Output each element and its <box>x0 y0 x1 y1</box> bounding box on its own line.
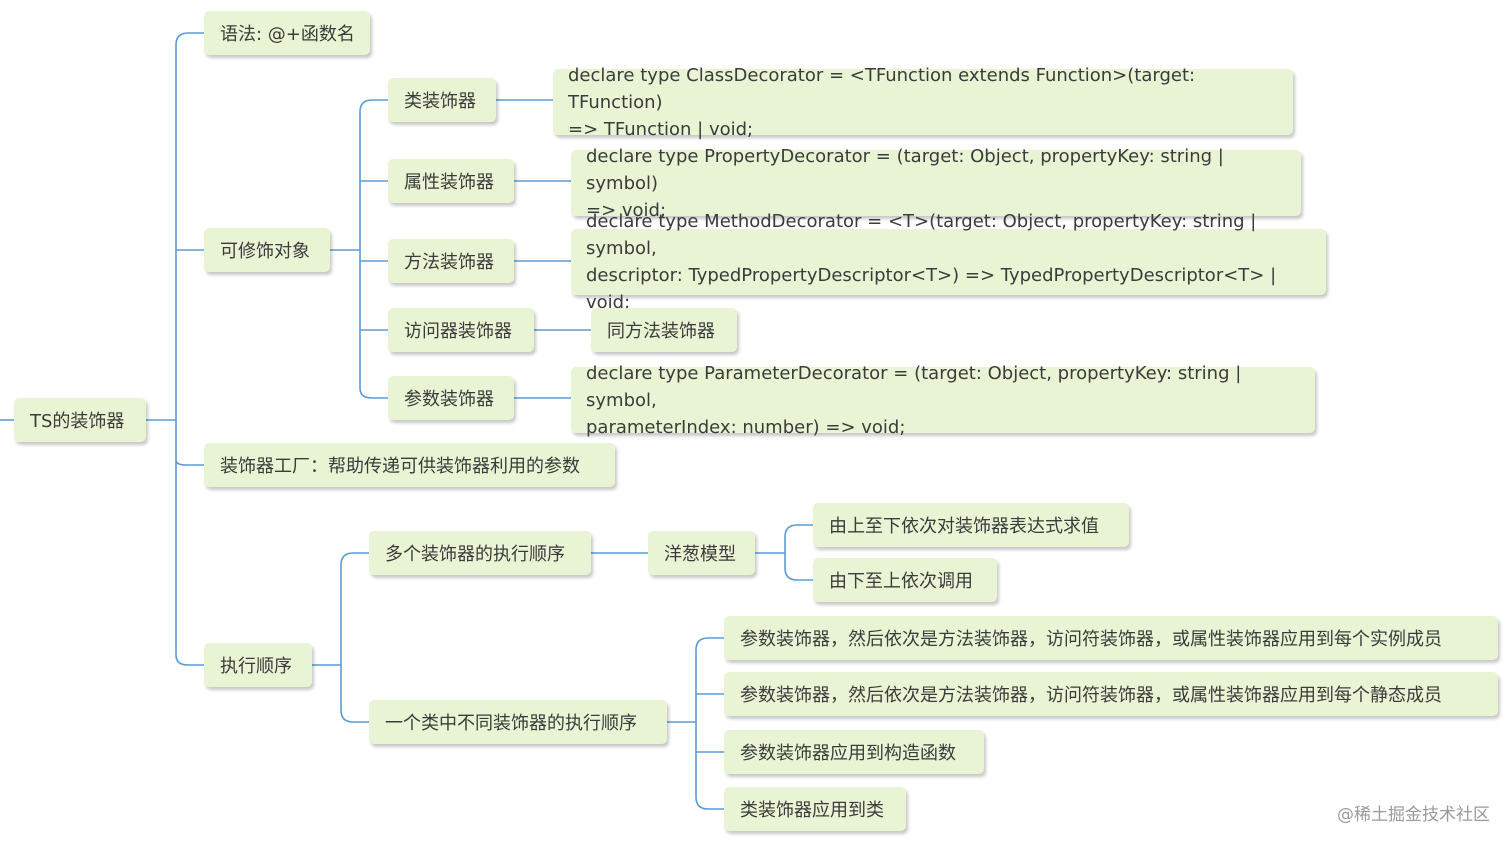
method-decorator-signature[interactable]: declare type MethodDecorator = <T>(targe… <box>571 211 1326 313</box>
factory-topic[interactable]: 装饰器工厂：帮助传递可供装饰器利用的参数 <box>204 443 615 487</box>
single-class-order-label: 一个类中不同装饰器的执行顺序 <box>385 713 637 734</box>
single-class-order-step[interactable]: 参数装饰器应用到构造函数 <box>724 730 984 774</box>
accessor-decorator-label: 访问器装饰器 <box>404 321 512 342</box>
factory-topic-label: 装饰器工厂：帮助传递可供装饰器利用的参数 <box>220 456 580 477</box>
parameter-decorator-topic[interactable]: 参数装饰器 <box>388 376 514 420</box>
parameter-decorator-signature-line-1: declare type ParameterDecorator = (targe… <box>586 362 1242 411</box>
multi-order-label: 多个装饰器的执行顺序 <box>385 544 565 565</box>
parameter-decorator-signature[interactable]: declare type ParameterDecorator = (targe… <box>571 363 1315 438</box>
order-topic[interactable]: 执行顺序 <box>204 643 312 687</box>
targets-topic-label: 可修饰对象 <box>220 241 310 262</box>
watermark: @稀土掘金技术社区 <box>1337 805 1490 825</box>
multi-order-step-label: 由上至下依次对装饰器表达式求值 <box>829 516 1099 537</box>
single-class-order-step-label: 参数装饰器，然后依次是方法装饰器，访问符装饰器，或属性装饰器应用到每个静态成员 <box>740 685 1442 706</box>
accessor-decorator-note[interactable]: 同方法装饰器 <box>591 308 737 352</box>
accessor-decorator-note-label: 同方法装饰器 <box>607 321 715 342</box>
onion-model-label: 洋葱模型 <box>664 544 736 565</box>
single-class-order-step[interactable]: 参数装饰器，然后依次是方法装饰器，访问符装饰器，或属性装饰器应用到每个静态成员 <box>724 672 1498 716</box>
onion-model-topic[interactable]: 洋葱模型 <box>648 531 755 575</box>
single-class-order-step-label: 类装饰器应用到类 <box>740 800 884 821</box>
single-class-order-step[interactable]: 参数装饰器，然后依次是方法装饰器，访问符装饰器，或属性装饰器应用到每个实例成员 <box>724 616 1498 660</box>
targets-topic[interactable]: 可修饰对象 <box>204 228 330 272</box>
multi-order-step[interactable]: 由上至下依次对装饰器表达式求值 <box>813 503 1129 547</box>
root-topic-label: TS的装饰器 <box>30 411 125 432</box>
single-class-order-step-label: 参数装饰器应用到构造函数 <box>740 743 956 764</box>
property-decorator-signature-line-1: declare type PropertyDecorator = (target… <box>586 145 1224 194</box>
method-decorator-topic[interactable]: 方法装饰器 <box>388 239 514 283</box>
property-decorator-signature[interactable]: declare type PropertyDecorator = (target… <box>571 146 1301 221</box>
method-decorator-label: 方法装饰器 <box>404 252 494 273</box>
syntax-topic-label: 语法: @+函数名 <box>220 24 355 45</box>
parameter-decorator-label: 参数装饰器 <box>404 389 494 410</box>
root-topic[interactable]: TS的装饰器 <box>14 398 146 442</box>
class-decorator-signature-line-2: => TFunction | void; <box>568 118 754 140</box>
multi-order-topic[interactable]: 多个装饰器的执行顺序 <box>369 531 591 575</box>
class-decorator-signature[interactable]: declare type ClassDecorator = <TFunction… <box>553 65 1293 140</box>
single-class-order-step-label: 参数装饰器，然后依次是方法装饰器，访问符装饰器，或属性装饰器应用到每个实例成员 <box>740 629 1442 650</box>
property-decorator-signature-line-2: => void; <box>586 199 667 221</box>
single-class-order-step[interactable]: 类装饰器应用到类 <box>724 787 906 831</box>
single-class-order-topic[interactable]: 一个类中不同装饰器的执行顺序 <box>369 700 667 744</box>
property-decorator-topic[interactable]: 属性装饰器 <box>388 159 514 203</box>
parameter-decorator-signature-line-2: parameterIndex: number) => void; <box>586 416 906 438</box>
property-decorator-label: 属性装饰器 <box>404 172 494 193</box>
accessor-decorator-topic[interactable]: 访问器装饰器 <box>388 308 534 352</box>
syntax-topic[interactable]: 语法: @+函数名 <box>204 11 370 55</box>
class-decorator-signature-line-1: declare type ClassDecorator = <TFunction… <box>568 64 1196 113</box>
method-decorator-signature-line-2: descriptor: TypedPropertyDescriptor<T>) … <box>586 265 1277 313</box>
class-decorator-label: 类装饰器 <box>404 91 476 112</box>
class-decorator-topic[interactable]: 类装饰器 <box>388 78 496 122</box>
multi-order-step[interactable]: 由下至上依次调用 <box>813 558 997 602</box>
order-topic-label: 执行顺序 <box>220 656 292 677</box>
multi-order-step-label: 由下至上依次调用 <box>829 571 973 592</box>
method-decorator-signature-line-1: declare type MethodDecorator = <T>(targe… <box>586 211 1257 259</box>
